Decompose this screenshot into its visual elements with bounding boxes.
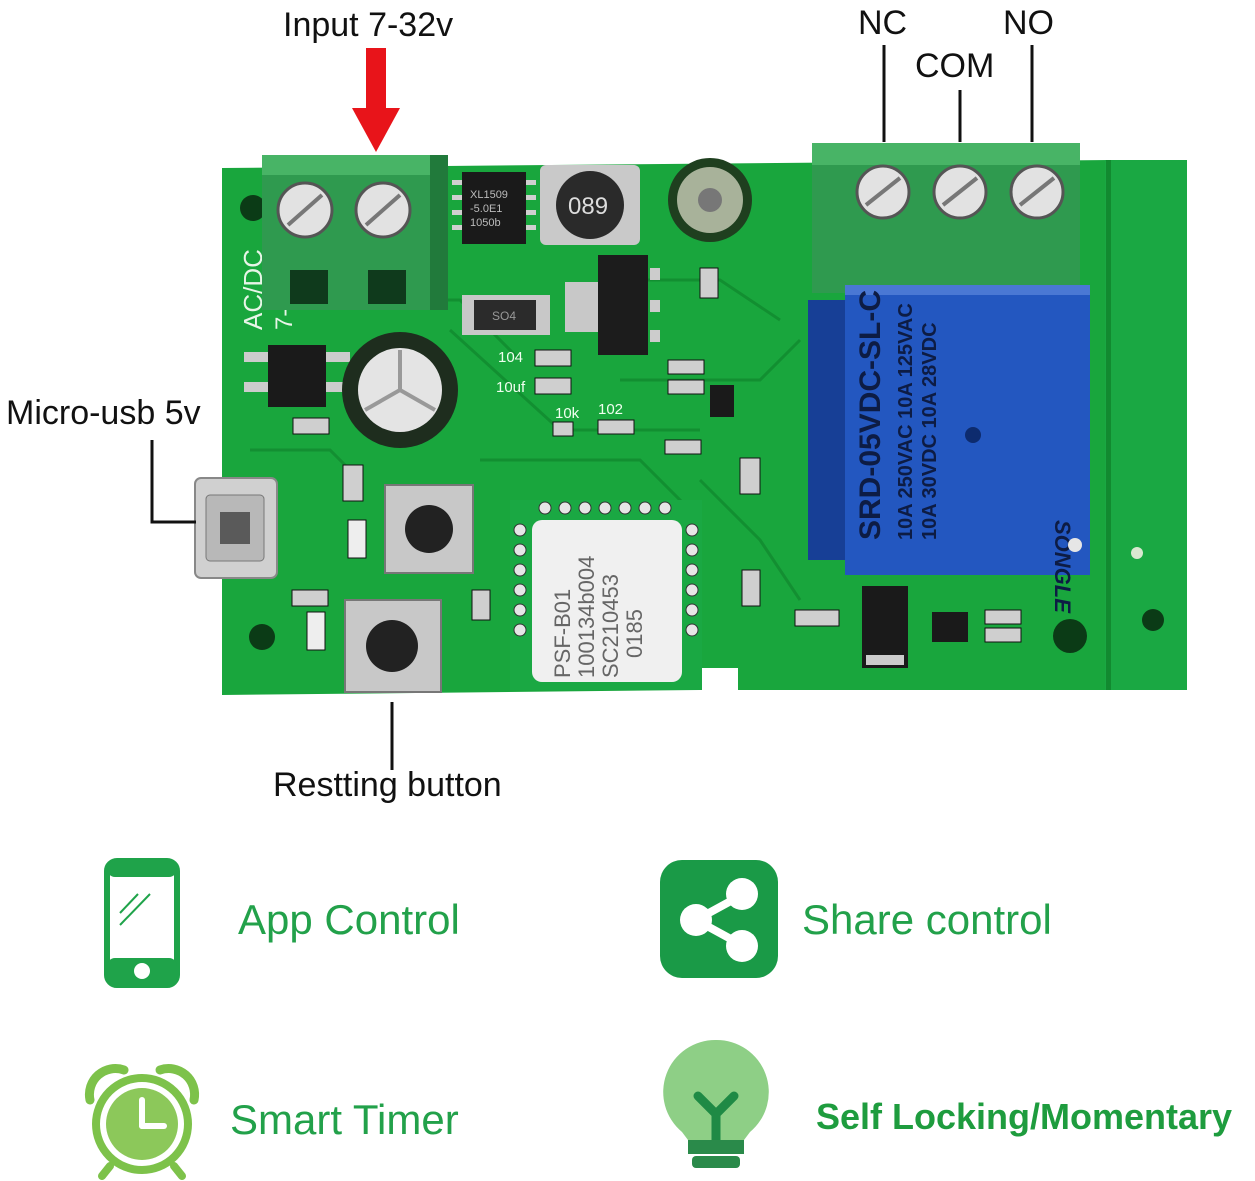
callout-lines <box>150 45 1034 770</box>
nc-label: NC <box>858 4 908 42</box>
svg-text:SRD-05VDC-SL-C: SRD-05VDC-SL-C <box>854 290 887 540</box>
svg-text:SC210453: SC210453 <box>598 574 623 678</box>
svg-text:100134b004: 100134b004 <box>574 556 599 678</box>
capacitor-top <box>668 158 752 242</box>
alarm-clock-icon <box>84 1064 200 1180</box>
relay-board-illustration: AC/DC 7- XL1509 -5.0E1 1050b 089 <box>150 45 1187 770</box>
transistor <box>710 385 734 417</box>
svg-text:XL1509: XL1509 <box>470 189 508 201</box>
relay: SRD-05VDC-SL-C 10A 250VAC 10A 125VAC 10A… <box>808 285 1090 614</box>
res-10k-label: 10k <box>555 405 580 422</box>
smartphone-icon <box>104 858 180 988</box>
svg-text:PSF-B01: PSF-B01 <box>550 589 575 678</box>
lightbulb-icon <box>663 1039 769 1168</box>
smd-components <box>291 267 1022 643</box>
res-102-label: 102 <box>598 401 623 418</box>
feature-smart-timer: Smart Timer <box>230 1096 459 1143</box>
reset-button-label: Restting button <box>273 766 502 804</box>
led-2 <box>306 611 326 651</box>
capacitor-large <box>342 332 458 448</box>
micro-usb-port[interactable] <box>194 477 278 579</box>
svg-text:1050b: 1050b <box>470 217 501 229</box>
svg-text:10A 30VDC 10A 28VDC: 10A 30VDC 10A 28VDC <box>919 322 941 540</box>
cap-104-label: 104 <box>498 349 523 366</box>
svg-text:-5.0E1: -5.0E1 <box>470 203 502 215</box>
feature-app-control: App Control <box>238 896 460 943</box>
cap-10uf-label: 10uf <box>496 379 526 396</box>
voltage-regulator <box>565 255 660 355</box>
svg-text:SONGLE: SONGLE <box>1050 520 1075 614</box>
bridge-rectifier <box>244 345 350 407</box>
tactile-button-1[interactable] <box>384 484 474 574</box>
input-voltage-label: Input 7-32v <box>283 6 454 44</box>
reset-button[interactable] <box>344 599 442 693</box>
led-1 <box>347 519 367 559</box>
svg-text:10A 250VAC 10A 125VAC: 10A 250VAC 10A 125VAC <box>895 303 917 540</box>
diode: SO4 <box>462 295 550 335</box>
svg-text:SO4: SO4 <box>492 309 516 323</box>
relay-terminal-block <box>812 143 1080 293</box>
feature-self-locking: Self Locking/Momentary <box>816 1096 1233 1137</box>
feature-share-control: Share control <box>802 896 1052 943</box>
inductor: 089 <box>540 165 640 245</box>
share-icon <box>660 860 778 978</box>
flyback-diode <box>862 586 908 668</box>
dcdc-chip: XL1509 -5.0E1 1050b <box>452 172 536 244</box>
com-label: COM <box>915 47 995 85</box>
transistor-2 <box>932 612 968 642</box>
micro-usb-label: Micro-usb 5v <box>6 394 201 432</box>
wifi-module: PSF-B01 100134b004 SC210453 0185 <box>510 500 702 690</box>
svg-text:0185: 0185 <box>622 609 647 658</box>
no-label: NO <box>1003 4 1054 42</box>
svg-text:089: 089 <box>568 193 608 220</box>
input-arrow <box>352 48 400 152</box>
input-terminal-block <box>262 155 448 310</box>
power-silkscreen-sub: 7- <box>271 309 298 330</box>
